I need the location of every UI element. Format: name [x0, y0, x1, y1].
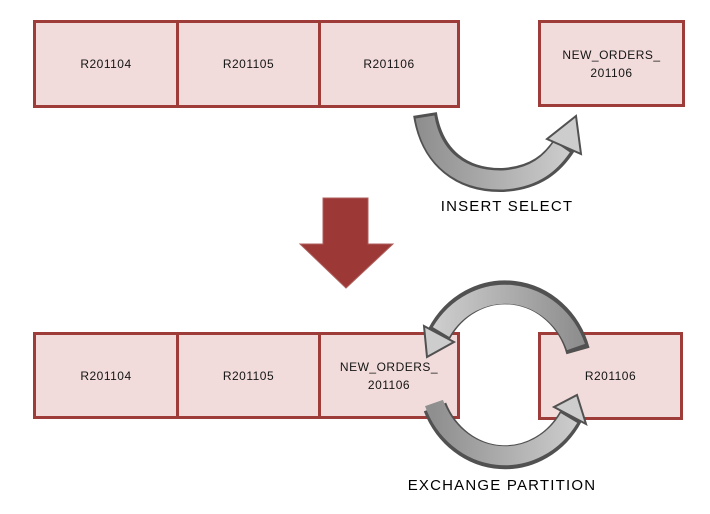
staging-in-table-label-line1: NEW_ORDERS_ [339, 359, 439, 374]
exchange-partition-label: EXCHANGE PARTITION [407, 477, 597, 494]
insert-select-arrow-icon [413, 111, 583, 192]
swapped-out-label: R201106 [584, 369, 637, 383]
partition-box-top-r201105: R201105 [176, 20, 321, 108]
partition-box-bottom-new-orders: NEW_ORDERS_ 201106 [318, 332, 460, 419]
staging-table-label-line2: 201106 [590, 65, 633, 80]
swapped-out-box-r201106: R201106 [538, 332, 683, 420]
partition-label: R201106 [363, 57, 415, 71]
staging-table-box-top: NEW_ORDERS_ 201106 [538, 20, 685, 107]
partition-box-top-r201106: R201106 [318, 20, 460, 108]
partition-label: R201105 [222, 57, 275, 71]
insert-select-label: INSERT SELECT [440, 198, 574, 215]
partition-box-bottom-r201104: R201104 [33, 332, 179, 419]
down-arrow-icon [298, 197, 395, 289]
partition-box-bottom-r201105: R201105 [176, 332, 321, 419]
partition-label: R201104 [80, 57, 132, 71]
partition-label: R201105 [222, 368, 275, 383]
staging-in-table-label: NEW_ORDERS_ 201106 [340, 358, 438, 394]
staging-table-label-line1: NEW_ORDERS_ [562, 47, 661, 62]
staging-in-table-label-line2: 201106 [367, 377, 411, 392]
staging-table-label: NEW_ORDERS_ 201106 [562, 46, 660, 82]
partition-label: R201104 [80, 368, 132, 383]
partition-box-top-r201104: R201104 [33, 20, 179, 108]
